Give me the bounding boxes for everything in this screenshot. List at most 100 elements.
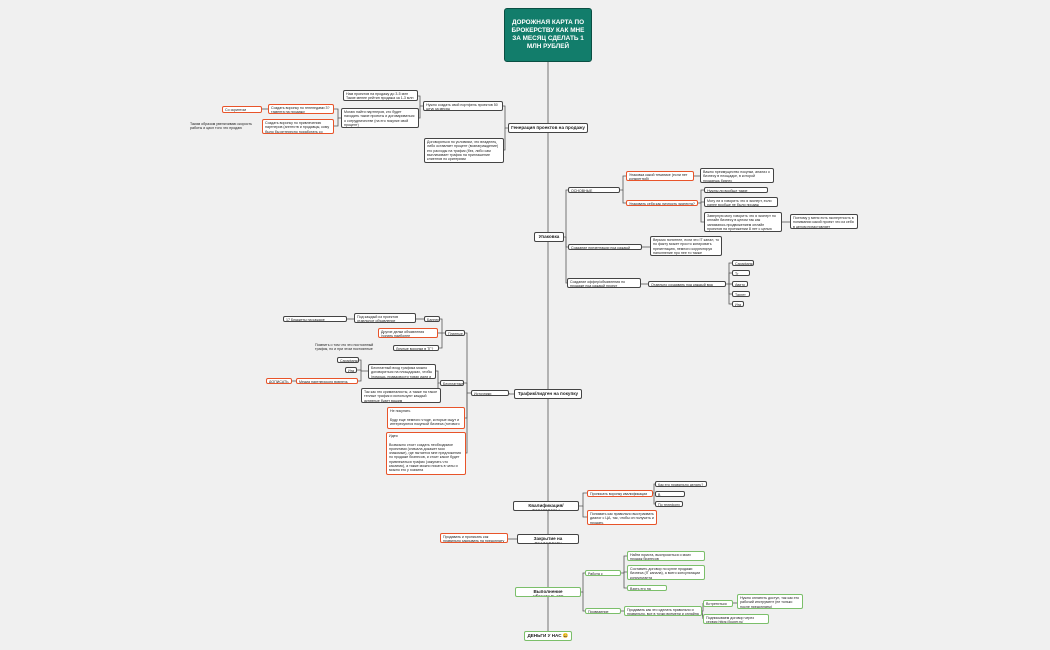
pack-expert[interactable]: Упаковать себя как личность эксперта?: [626, 200, 698, 206]
connector: [357, 369, 362, 371]
exec-lawyer[interactable]: Найти юриста, выспроситься о моих продаж…: [627, 551, 705, 561]
pack-presentation[interactable]: Создание презентации под каждый проект: [568, 244, 642, 250]
free-media-partner[interactable]: Медиа партнерского вовлечь: [296, 378, 358, 384]
qual-messenger[interactable]: В мессенджере: [655, 491, 685, 497]
channel-3[interactable]: Авито: [732, 281, 748, 287]
branch-traffic[interactable]: Трафик/лидген на покупку: [514, 389, 582, 399]
connector: [620, 175, 626, 191]
exec-project[interactable]: Работа с проектом: [585, 570, 621, 576]
gen-script[interactable]: Со скриптом общения: [222, 106, 262, 113]
connector: [436, 370, 440, 384]
pack-expert-q1[interactable]: Нужны ли вообще такие упаковки?: [704, 187, 768, 193]
exec-meeting[interactable]: Встретиться (ВМ): [703, 600, 733, 607]
connector: [564, 189, 568, 238]
connector: [359, 359, 368, 372]
free-todo[interactable]: ДОПИСАТЬ: [266, 378, 292, 384]
exec-take[interactable]: Взять его на договор: [627, 585, 667, 591]
connector: [439, 333, 443, 349]
gen-funnel-projects[interactable]: Создать воронку по гененедами 3? тамента…: [268, 104, 334, 114]
pack-theme-note[interactable]: Важно преимущество покупки, анализ о биз…: [700, 168, 774, 183]
connector: [504, 128, 506, 151]
pack-offer-note[interactable]: Отдельно создавать под каждый вид трафик…: [648, 281, 726, 287]
traffic-sources[interactable]: Источники трафика: [471, 390, 509, 396]
qual-how[interactable]: Как его правильно делать?: [655, 481, 707, 487]
gen-note-speed: Таким образом увеличиваю скорость работы…: [190, 122, 252, 131]
free-word-of-mouth[interactable]: Сарафанка: [337, 357, 359, 363]
connector: [358, 371, 362, 382]
connector: [418, 95, 423, 107]
paid-banner[interactable]: Баннер: [424, 316, 440, 322]
connector: [464, 382, 468, 393]
pack-theme[interactable]: Упаковка какой тематике (если нет конкре…: [626, 171, 694, 181]
connector: [581, 572, 585, 593]
connector: [419, 106, 421, 119]
pack-tools[interactable]: ОСНОВНЫЕ ИНСТРУМЕНТЫ: [568, 187, 620, 193]
connector: [653, 493, 655, 505]
connector: [465, 332, 471, 394]
traffic-free[interactable]: Бесплатные: [440, 380, 464, 386]
connector: [582, 592, 585, 612]
channel-1[interactable]: Сарафанка: [732, 260, 754, 266]
pack-presentation-note[interactable]: Верьмо понятнее, если это IT канал, то п…: [650, 236, 722, 256]
traffic-no-buy[interactable]: Не покупать Буду еще немного чтоде, кото…: [387, 407, 465, 429]
connector: [334, 108, 341, 119]
paid-other[interactable]: Другие делки объявления (узнать наиболее…: [378, 328, 438, 338]
connector: [728, 284, 732, 305]
channel-2[interactable]: Тг чаты: [732, 270, 750, 276]
gen-funnel-partners[interactable]: Создать воронку по привлечению партнеров…: [262, 119, 334, 134]
root-node[interactable]: ДОРОЖНАЯ КАРТА ПО БРОКЕРСТВУ КАК МНЕ ЗА …: [504, 8, 592, 62]
channel-4[interactable]: Таргет: [732, 291, 750, 297]
close-prepay[interactable]: Продавать и прописать как правильно закр…: [440, 533, 508, 543]
pack-expert-q3[interactable]: Заверную могу говорить что я эксперт по …: [704, 212, 782, 232]
paid-tg-note: Помнить о том что это постоянный трафик,…: [315, 343, 374, 352]
qual-funnel[interactable]: Прописать воронку квалификации: [587, 490, 653, 497]
connector: [508, 393, 514, 395]
connector: [623, 571, 627, 573]
free-note[interactable]: Бесплатный вход трафика можно договорить…: [368, 364, 436, 379]
gen-note-4[interactable]: Договориться по условиям, что владелец л…: [424, 138, 504, 163]
branch-qualification[interactable]: Квалификация/переговоры: [513, 501, 579, 511]
qual-phone[interactable]: По телефону: [655, 501, 683, 507]
traffic-paid[interactable]: Платные: [445, 330, 465, 336]
connector: [653, 483, 655, 494]
connector: [700, 203, 704, 223]
exec-contract[interactable]: Составить договор по купле продажи бизне…: [627, 565, 705, 580]
paid-budget[interactable]: 17 Бюджеты на каждое объявление: [283, 316, 347, 322]
gen-note-1[interactable]: Нам проектов на продажу до 3-5 млн Такие…: [343, 90, 418, 101]
connector: [503, 105, 508, 129]
connector: [440, 318, 445, 334]
branch-execution[interactable]: Выполнение обязательств: [515, 587, 581, 597]
branch-generation[interactable]: Генерация проектов на продажу: [508, 123, 588, 133]
connector: [700, 201, 704, 203]
gen-note-2[interactable]: Могаю найти партнеров, кто будет находит…: [341, 108, 419, 128]
exec-sign[interactable]: Подписываем договор через сервис https:/…: [703, 614, 769, 624]
pack-offer[interactable]: Создание оффер/объявления по продаже под…: [567, 278, 641, 288]
exec-deal-how[interactable]: Продавать как это сделать правильно и пр…: [624, 606, 702, 616]
branch-closing[interactable]: Закрытие на предоплату: [517, 534, 579, 544]
connector: [621, 555, 627, 574]
connector: [622, 190, 626, 204]
connector: [565, 237, 567, 284]
connector: [579, 492, 587, 507]
connector: [334, 118, 339, 127]
gen-note-3[interactable]: Нужно создать свой портфель проектов 50 …: [423, 101, 503, 111]
branch-money[interactable]: ДЕНЬГИ У НАС 😄: [524, 631, 572, 641]
exec-access[interactable]: Нужно оплатить доступ, так как это рабоч…: [737, 594, 803, 609]
exec-deal[interactable]: Проведение сделки: [585, 608, 621, 614]
paid-tg-funnels[interactable]: Личные воронки в ТГ?: [393, 345, 439, 351]
paid-banner-note[interactable]: Под каждый из проектов отдельное объявле…: [354, 313, 416, 323]
connector: [582, 506, 587, 518]
branch-packaging[interactable]: Упаковка: [534, 232, 564, 242]
traffic-idea[interactable]: Идея Возможно стоит создать необходимое …: [386, 432, 466, 475]
connector: [701, 610, 704, 620]
connector: [728, 272, 732, 284]
free-crim-note[interactable]: Так как это криминалисты, а также на так…: [361, 388, 441, 403]
connector: [623, 573, 627, 589]
connector: [466, 393, 468, 454]
pack-expert-q2[interactable]: Могу ли я говорить что я эксперт, если р…: [704, 197, 778, 207]
free-etc[interactable]: Итд: [345, 367, 357, 373]
qual-dialog[interactable]: Понимать как правильно выстраивать диало…: [587, 510, 657, 525]
pack-expert-q4[interactable]: Поэтому у меня есть экспертность в поним…: [790, 214, 858, 229]
channel-5[interactable]: Итд: [732, 301, 744, 307]
